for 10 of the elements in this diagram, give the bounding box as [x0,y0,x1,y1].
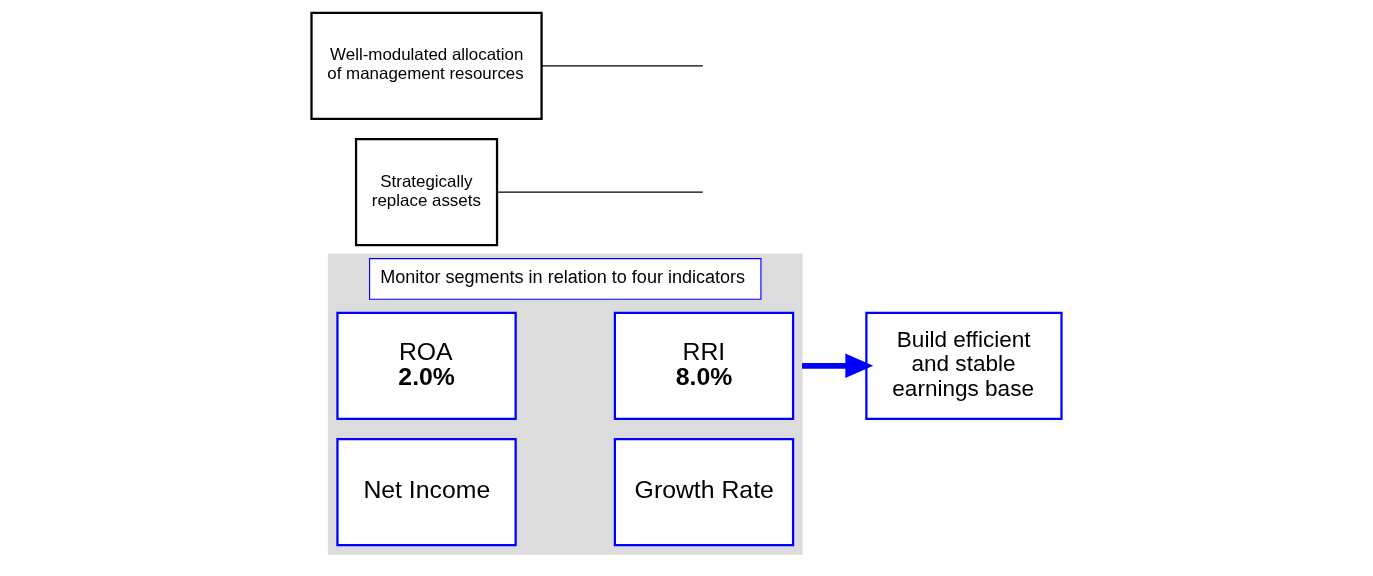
connector [541,65,704,67]
node-box: Well-modulated allocation of management resources [310,11,543,120]
node-box: Strategically replace assets [354,138,499,247]
node-box: ROA 2.0% [336,311,517,420]
node-box: RRI 8.0% [613,311,795,420]
node-box: Net Income [336,438,517,547]
node-box: Build efficient and stable earnings base [865,311,1063,420]
arrow [802,353,874,379]
node-box: Growth Rate [613,438,795,547]
connector [496,191,704,193]
